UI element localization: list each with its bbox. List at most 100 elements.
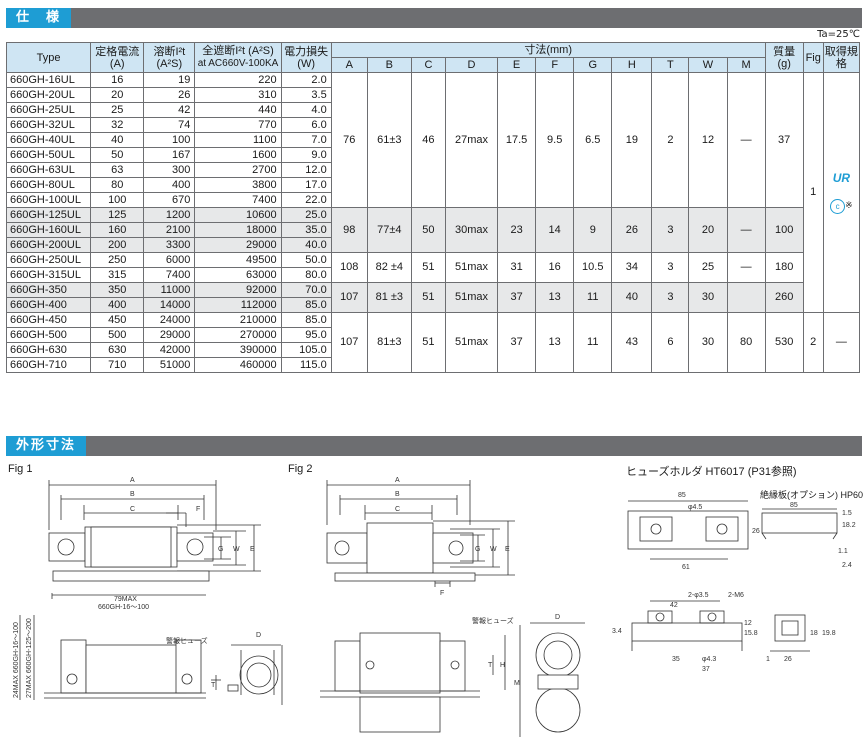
header-dim-t: T <box>651 57 690 73</box>
holder-dim-37: 37 <box>702 666 710 673</box>
cell-melting: 74 <box>143 117 196 133</box>
cell-melting: 2100 <box>143 222 196 238</box>
cell-melting: 100 <box>143 132 196 148</box>
fig2-dim-w: W <box>490 546 497 553</box>
fig1-dim-t: T <box>211 682 216 689</box>
holder-dim-35: 35 <box>672 656 680 663</box>
cell-approval-none: — <box>822 312 861 373</box>
cell-dim-c: 51 <box>410 252 446 283</box>
cell-type: 660GH-450 <box>5 312 92 328</box>
cell-type: 660GH-20UL <box>5 87 92 103</box>
cell-dim-g: 11 <box>573 312 613 373</box>
spec-table: Type 定格電流(A) 溶断I²t(A²S) 全遮断I²t (A²S)at A… <box>5 42 861 373</box>
fig2-dim-h: H <box>500 662 505 669</box>
cell-dim-h: 26 <box>611 207 653 253</box>
fig2-label: Fig 2 <box>288 463 313 475</box>
holder-dim-34: 3.4 <box>612 628 622 635</box>
cell-mass: 100 <box>764 207 804 253</box>
header-dim-e: E <box>497 57 537 73</box>
holder-dim-26b: 26 <box>784 656 792 663</box>
cell-clearing: 270000 <box>194 327 282 343</box>
cell-clearing: 3800 <box>194 177 282 193</box>
cell-power: 7.0 <box>280 132 332 148</box>
cell-clearing: 63000 <box>194 267 282 283</box>
header-melting: 溶断I²t(A²S) <box>143 42 196 73</box>
cell-melting: 51000 <box>143 357 196 373</box>
cell-clearing: 1100 <box>194 132 282 148</box>
cell-melting: 167 <box>143 147 196 163</box>
header-dim-m: M <box>726 57 766 73</box>
cell-clearing: 1600 <box>194 147 282 163</box>
cell-type: 660GH-32UL <box>5 117 92 133</box>
csa-note: ※ <box>845 199 853 210</box>
cell-mass: 260 <box>764 282 804 313</box>
cell-rated-current: 315 <box>90 267 145 283</box>
cell-power: 35.0 <box>280 222 332 238</box>
cell-dim-h: 40 <box>611 282 653 313</box>
cell-dim-t: 3 <box>651 252 690 283</box>
fig1-dim-b: B <box>130 491 135 498</box>
cell-dim-d: 51max <box>444 252 499 283</box>
cell-dim-e: 31 <box>497 252 537 283</box>
fig1-dim-a: A <box>130 477 135 484</box>
fig1-note-79max: 79MAX <box>114 596 137 603</box>
cell-dim-m <box>726 282 766 313</box>
cell-melting: 1200 <box>143 207 196 223</box>
header-fig: Fig <box>802 42 824 73</box>
cell-type: 660GH-400 <box>5 297 92 313</box>
cell-power: 6.0 <box>280 117 332 133</box>
cell-dim-m: — <box>726 207 766 253</box>
cell-power: 95.0 <box>280 327 332 343</box>
cell-mass: 37 <box>764 72 804 208</box>
cell-rated-current: 63 <box>90 162 145 178</box>
cell-dim-w: 30 <box>688 312 728 373</box>
fig1-indicator: 警報ヒューズ <box>166 636 208 645</box>
cell-power: 115.0 <box>280 357 332 373</box>
plate-dim-15: 1.5 <box>842 510 852 517</box>
cell-melting: 400 <box>143 177 196 193</box>
header-type: Type <box>5 42 92 73</box>
cell-dim-b: 81±3 <box>366 312 412 373</box>
cell-mass: 530 <box>764 312 804 373</box>
cell-rated-current: 400 <box>90 297 145 313</box>
cell-type: 660GH-40UL <box>5 132 92 148</box>
holder-dim-85: 85 <box>678 492 686 499</box>
cell-rated-current: 250 <box>90 252 145 268</box>
header-mass: 質量(g) <box>764 42 804 73</box>
holder-dim-198: 19.8 <box>822 630 836 637</box>
cell-clearing: 18000 <box>194 222 282 238</box>
cell-type: 660GH-160UL <box>5 222 92 238</box>
fig2-dim-e: E <box>505 546 510 553</box>
cell-type: 660GH-200UL <box>5 237 92 253</box>
cell-dim-t: 6 <box>651 312 690 373</box>
cell-rated-current: 500 <box>90 327 145 343</box>
holder-dim-phi43: φ4.3 <box>702 656 716 663</box>
cell-power: 40.0 <box>280 237 332 253</box>
cell-dim-f: 9.5 <box>535 72 575 208</box>
spec-section-bar <box>6 8 862 28</box>
cell-power: 4.0 <box>280 102 332 118</box>
cell-type: 660GH-500 <box>5 327 92 343</box>
cell-dim-e: 37 <box>497 282 537 313</box>
temperature-note: Ta=25℃ <box>817 29 860 40</box>
header-power: 電力損失(W) <box>280 42 332 73</box>
cell-rated-current: 32 <box>90 117 145 133</box>
fig1-label: Fig 1 <box>8 463 33 475</box>
fig2-dim-b: B <box>395 491 400 498</box>
cell-dim-a: 107 <box>330 312 368 373</box>
cell-clearing: 112000 <box>194 297 282 313</box>
cell-dim-a: 76 <box>330 72 368 208</box>
cell-dim-g: 6.5 <box>573 72 613 208</box>
cell-type: 660GH-710 <box>5 357 92 373</box>
plate-dim-24: 2.4 <box>842 562 852 569</box>
cell-melting: 300 <box>143 162 196 178</box>
cell-power: 22.0 <box>280 192 332 208</box>
